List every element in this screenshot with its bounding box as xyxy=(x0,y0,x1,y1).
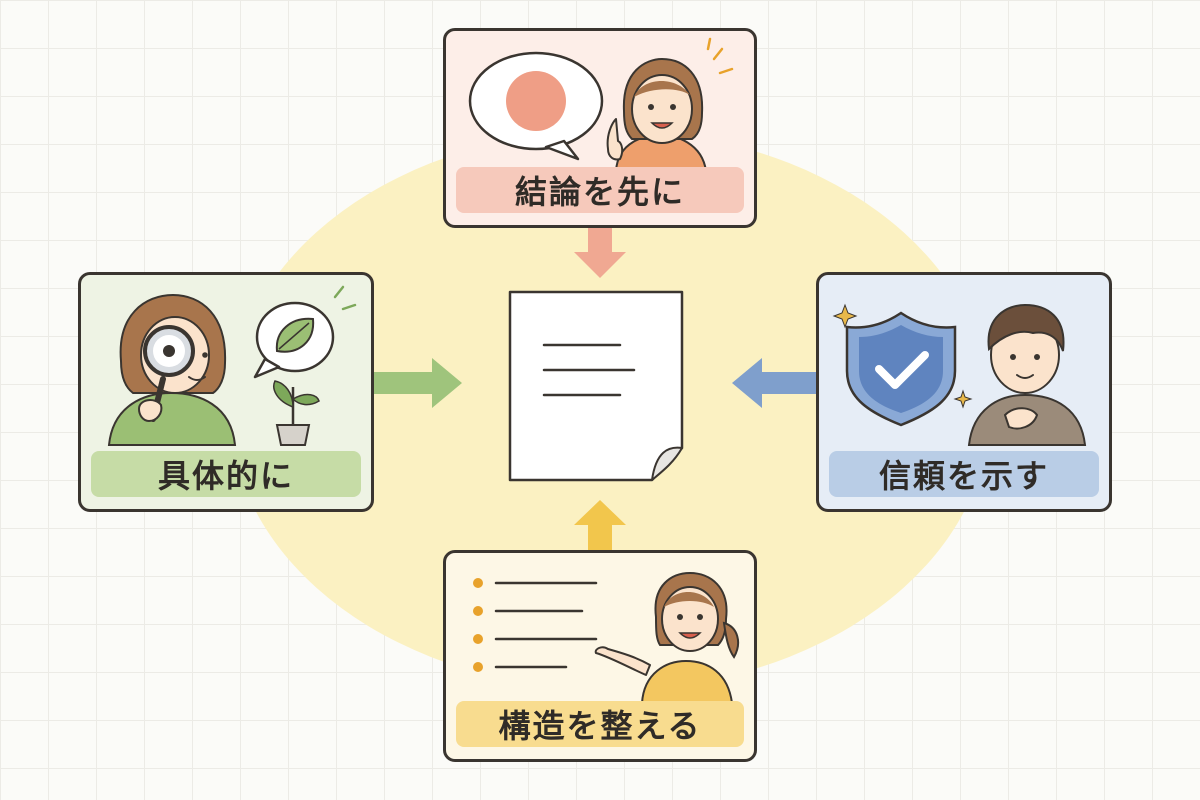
plant-leaf-icon xyxy=(253,285,357,446)
card-label: 構造を整える xyxy=(456,701,744,747)
card-be-specific: 具体的に xyxy=(78,272,374,512)
person-man-hand-on-chest-icon xyxy=(967,303,1087,446)
card-organize-structure: 構造を整える xyxy=(443,550,757,762)
person-woman-presenting-icon xyxy=(594,571,740,704)
card-show-trust: 信頼を示す xyxy=(816,272,1112,512)
arrow-left-to-center xyxy=(374,358,462,408)
person-woman-pointing-icon xyxy=(606,37,734,172)
card-label: 信頼を示す xyxy=(829,451,1099,497)
shield-check-icon xyxy=(832,303,973,427)
document-icon xyxy=(508,290,684,482)
card-label: 具体的に xyxy=(91,451,361,497)
speech-bubble-icon xyxy=(468,51,604,161)
arrow-bottom-to-center xyxy=(574,500,626,550)
person-woman-magnifier-icon xyxy=(107,293,237,446)
card-label: 結論を先に xyxy=(456,167,744,213)
arrow-right-to-center xyxy=(732,358,816,408)
arrow-top-to-center xyxy=(574,228,626,278)
card-conclusion-first: 結論を先に xyxy=(443,28,757,228)
bullet-list-icon xyxy=(473,578,598,672)
